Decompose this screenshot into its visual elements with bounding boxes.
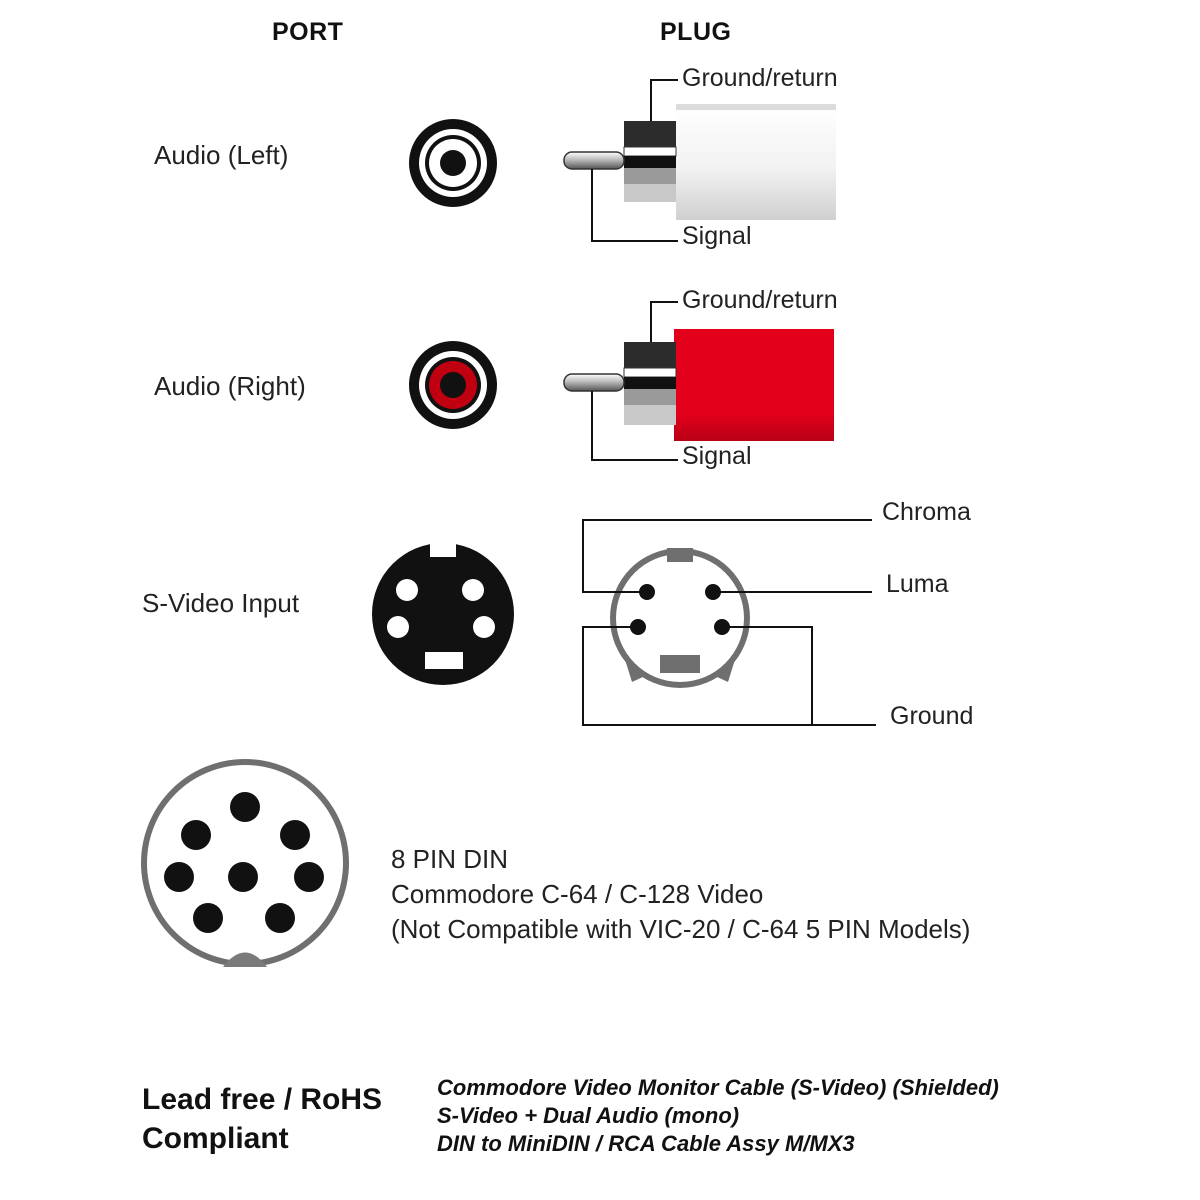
product-line-1: Commodore Video Monitor Cable (S-Video) … bbox=[437, 1075, 999, 1100]
svideo-luma-label: Luma bbox=[886, 570, 949, 598]
din-line-3: (Not Compatible with VIC-20 / C-64 5 PIN… bbox=[391, 914, 971, 944]
din-line-1: 8 PIN DIN bbox=[391, 844, 509, 874]
compliance-note: Lead free / RoHS Compliant bbox=[142, 1080, 382, 1158]
compliance-line-1: Lead free / RoHS bbox=[142, 1083, 383, 1116]
compliance-line-2: Compliant bbox=[142, 1122, 289, 1155]
svideo-label: S-Video Input bbox=[142, 588, 300, 618]
audio-left-label: Audio (Left) bbox=[154, 140, 289, 170]
din-line-2: Commodore C-64 / C-128 Video bbox=[391, 879, 764, 909]
plug-header: PLUG bbox=[660, 18, 732, 46]
audio-right-label: Audio (Right) bbox=[154, 371, 306, 401]
svideo-chroma-label: Chroma bbox=[882, 498, 971, 526]
audio-right-signal-label: Signal bbox=[682, 442, 752, 470]
product-line-3: DIN to MiniDIN / RCA Cable Assy M/MX3 bbox=[437, 1131, 855, 1156]
svideo-plug bbox=[582, 519, 876, 726]
audio-left-port bbox=[409, 119, 497, 207]
svideo-ground-label: Ground bbox=[890, 702, 974, 730]
svideo-port bbox=[372, 543, 514, 685]
audio-left-signal-label: Signal bbox=[682, 222, 752, 250]
audio-left-plug bbox=[563, 79, 836, 242]
audio-right-ground-label: Ground/return bbox=[682, 286, 838, 314]
audio-left-ground-label: Ground/return bbox=[682, 64, 838, 92]
din-description: 8 PIN DIN Commodore C-64 / C-128 Video (… bbox=[391, 842, 970, 947]
audio-right-port bbox=[409, 341, 497, 429]
product-description: Commodore Video Monitor Cable (S-Video) … bbox=[437, 1074, 999, 1158]
din-8-pin-connector bbox=[141, 759, 349, 967]
audio-right-plug bbox=[563, 301, 834, 461]
port-header: PORT bbox=[272, 18, 344, 46]
product-line-2: S-Video + Dual Audio (mono) bbox=[437, 1103, 740, 1128]
